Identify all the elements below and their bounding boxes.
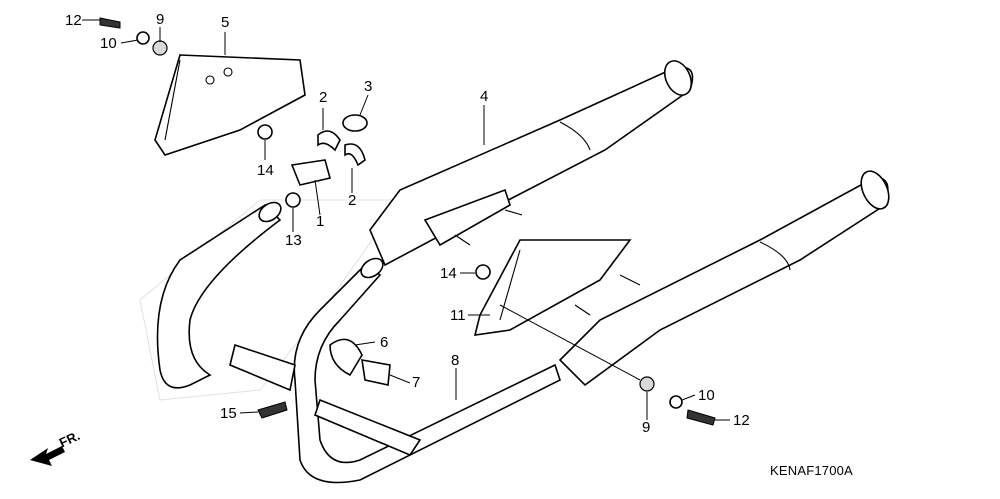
callout-2-upper: 2: [319, 89, 328, 106]
callout-3: 3: [364, 78, 373, 95]
callout-7: 7: [412, 374, 421, 391]
callout-1: 1: [316, 213, 325, 230]
leader-lines: [82, 19, 730, 421]
callout-9-top: 9: [156, 11, 165, 28]
heat-guard-5: [154, 54, 306, 156]
diagram-code: KENAF1700A: [770, 463, 853, 478]
callout-8: 8: [451, 352, 460, 369]
callout-10-bottom: 10: [698, 387, 715, 404]
front-arrow-icon: [30, 446, 65, 466]
callout-4: 4: [480, 88, 489, 105]
callout-9-bottom: 9: [642, 419, 651, 436]
callout-11: 11: [450, 307, 466, 324]
muffler-lower: [558, 170, 890, 387]
callout-12-bottom: 12: [733, 412, 750, 429]
exhaust-pipe-8: [156, 201, 561, 484]
callout-10-top: 10: [100, 35, 117, 52]
callout-6: 6: [380, 334, 389, 351]
callout-5: 5: [221, 14, 230, 31]
hardware: [99, 17, 716, 426]
callout-14-upper: 14: [257, 162, 274, 179]
callout-14-lower: 14: [440, 265, 457, 282]
callout-2-lower: 2: [348, 192, 357, 209]
callout-13: 13: [285, 232, 302, 249]
callout-15: 15: [220, 405, 237, 422]
muffler-upper: [369, 60, 694, 267]
callout-12-top: 12: [65, 12, 82, 29]
